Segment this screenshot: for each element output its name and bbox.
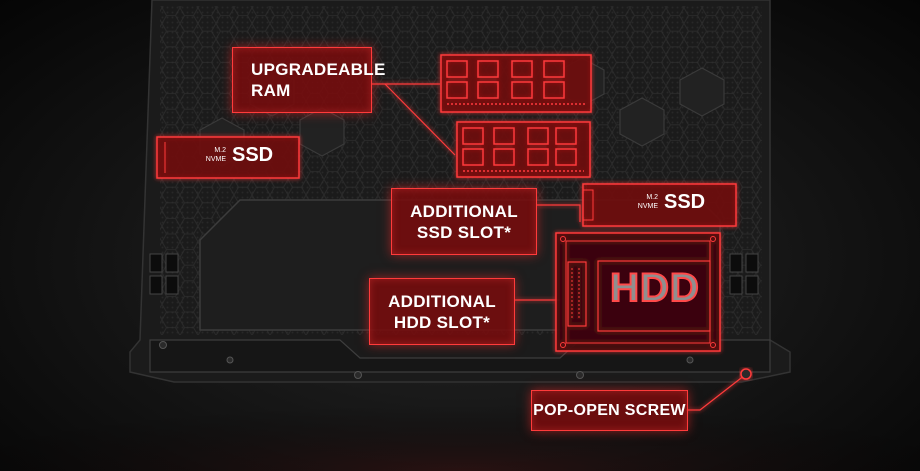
pop-open-screw — [740, 368, 752, 380]
upgradeable-ram-callout: UPGRADEABLE RAM — [232, 47, 386, 113]
additional-hdd-slot-line-2: HDD SLOT* — [393, 313, 491, 332]
ram-module-bottom — [456, 121, 591, 178]
pop-open-screw-callout: POP-OPEN SCREW — [531, 390, 688, 431]
ssd-left-form-factor: M.2 — [214, 147, 226, 154]
upgradeable-ram-line-1: UPGRADEABLE — [251, 60, 386, 79]
ssd-additional-name: SSD — [664, 191, 706, 213]
ssd-additional-interface: NVME — [637, 203, 658, 210]
ssd-left-interface: NVME — [205, 156, 226, 163]
callout-lines — [372, 83, 746, 411]
additional-hdd-slot-line-1: ADDITIONAL — [388, 292, 496, 311]
ssd-left-name: SSD — [232, 144, 274, 166]
additional-ssd-slot-line-1: ADDITIONAL — [410, 202, 518, 221]
ssd-card-left — [156, 136, 300, 179]
additional-ssd-slot-line-2: SSD SLOT* — [416, 223, 512, 242]
upgradeable-ram-line-2: RAM — [251, 81, 291, 100]
ram-module-top — [440, 54, 592, 113]
additional-hdd-slot-callout: ADDITIONAL HDD SLOT* — [369, 278, 515, 345]
ssd-card-additional — [582, 183, 737, 227]
hdd-label: HDD — [609, 265, 700, 311]
ssd-additional-form-factor: M.2 — [646, 194, 658, 201]
additional-ssd-slot-callout: ADDITIONAL SSD SLOT* — [391, 188, 537, 255]
hdd-drive — [555, 232, 721, 352]
